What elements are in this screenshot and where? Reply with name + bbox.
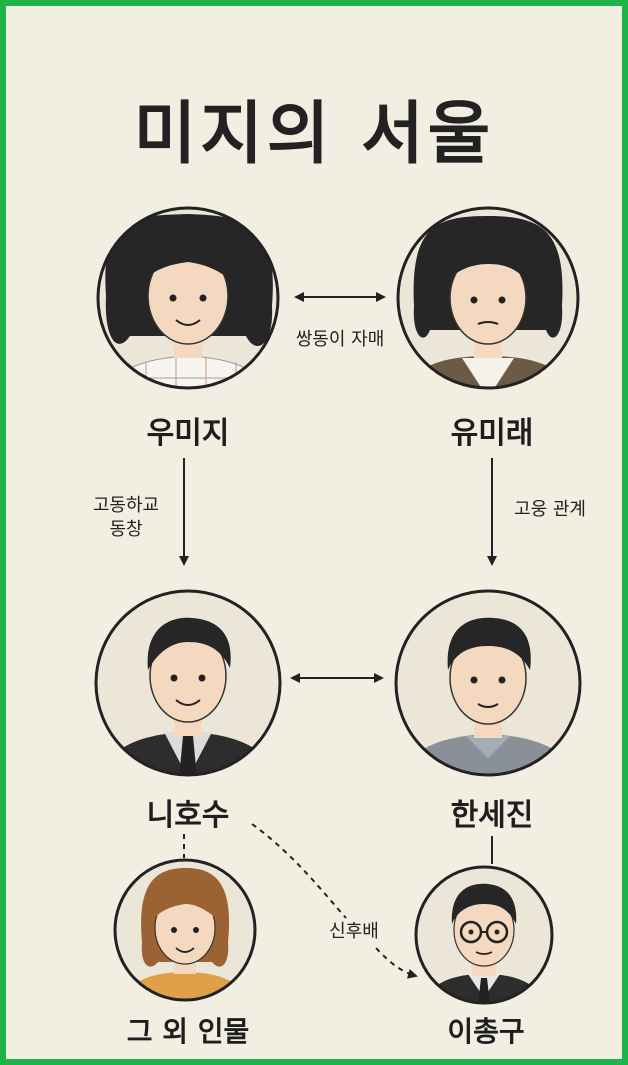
label-seniors: 신후배 — [329, 921, 379, 942]
diagram-frame: 미지의 서울 — [6, 6, 622, 1059]
avatar-umiji — [96, 206, 280, 390]
avatar-leechonggu — [414, 865, 554, 1005]
label-classmates: 고동하교 동창 — [78, 494, 174, 542]
label-classmates-line2: 동창 — [109, 519, 143, 540]
name-leechonggu: 이총구 — [447, 1015, 525, 1048]
name-nihosu: 니호수 — [146, 798, 230, 833]
avatar-hansejin — [394, 589, 582, 777]
avatar-others — [113, 858, 257, 1002]
label-employment: 고웅 관계 — [514, 499, 586, 520]
avatar-yumirae — [396, 206, 580, 390]
name-others: 그 외 인물 — [126, 1015, 250, 1048]
seniors-dashed-arrow — [251, 823, 416, 976]
avatar-nihosu — [94, 589, 282, 777]
diagram-title: 미지의 서울 — [133, 95, 495, 174]
label-classmates-line1: 고동하교 — [92, 495, 160, 516]
name-yumirae: 유미래 — [450, 416, 534, 451]
name-umiji: 우미지 — [146, 416, 230, 451]
name-hansejin: 한세진 — [450, 798, 534, 833]
relationship-diagram — [94, 206, 582, 1005]
label-twins: 쌍동이 자매 — [295, 329, 385, 350]
